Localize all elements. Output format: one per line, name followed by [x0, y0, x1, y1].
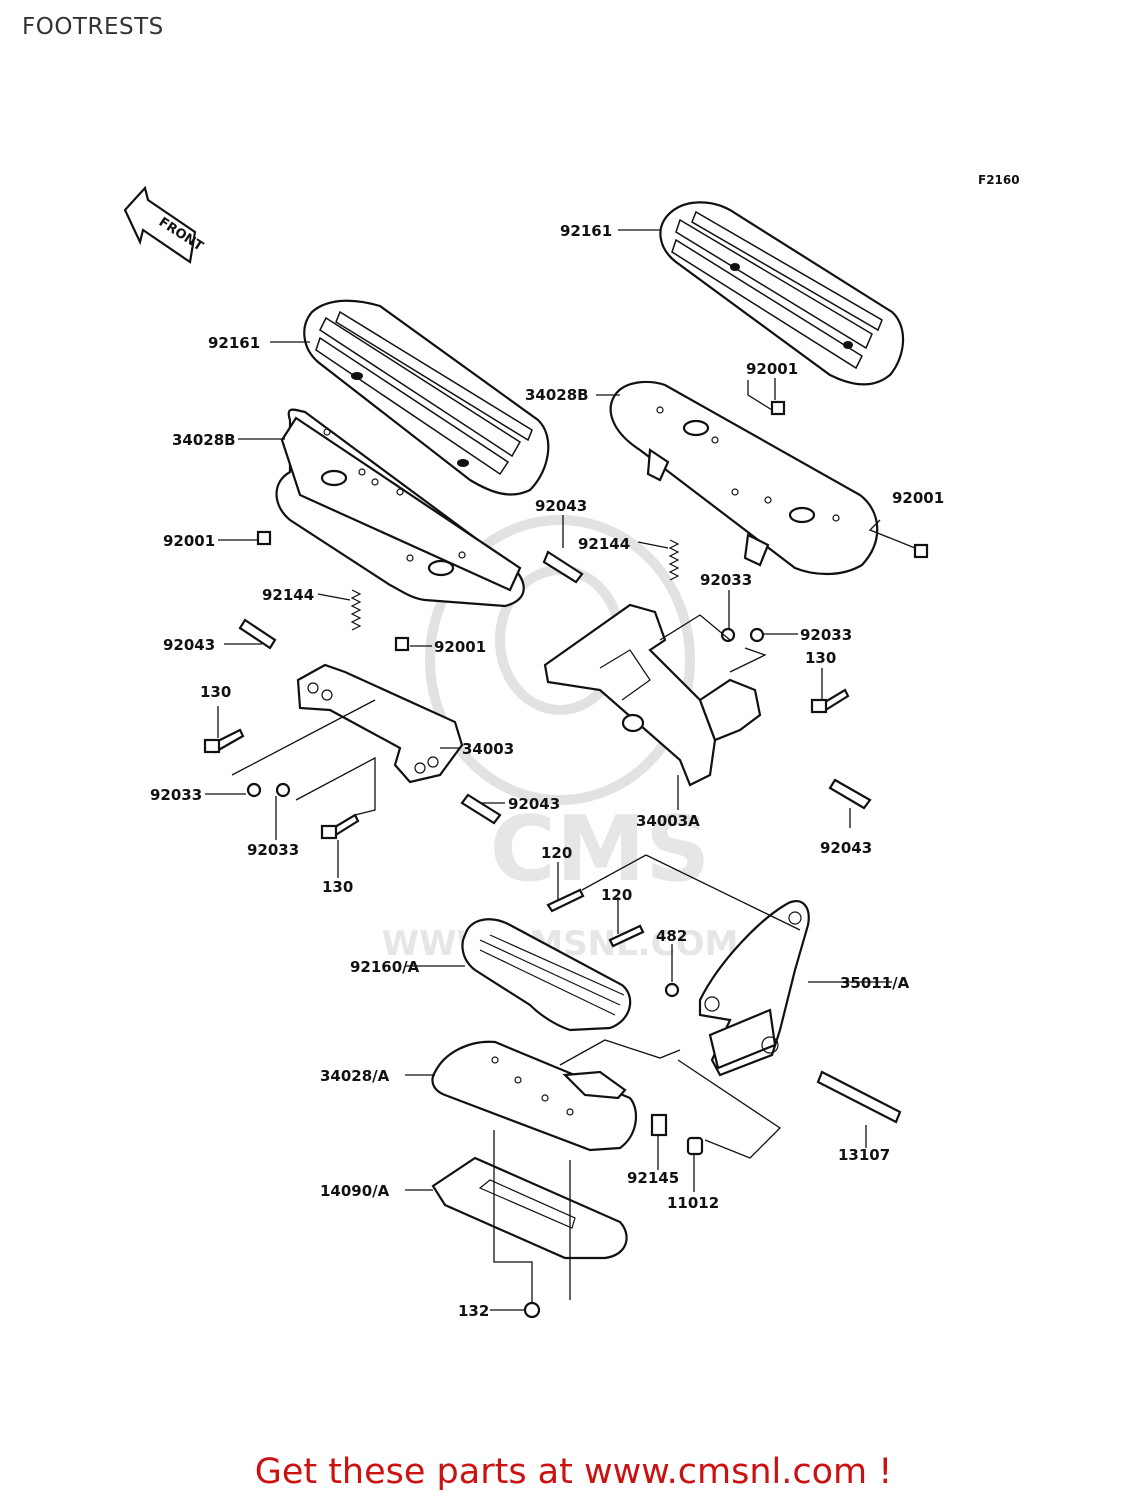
nut-482 — [664, 982, 680, 998]
right-footboard-bracket — [543, 603, 762, 787]
callout-92033-a: 92033 — [150, 786, 202, 804]
watermark-logo: CMS — [490, 797, 710, 902]
page-title: FOOTRESTS — [22, 14, 164, 40]
callout-120-a: 120 — [541, 844, 572, 862]
callout-34028a: 34028/A — [320, 1067, 390, 1085]
footpeg-rubber-92160 — [461, 918, 632, 1032]
callout-34028b-left: 34028B — [172, 431, 236, 449]
callout-130-a: 130 — [200, 683, 231, 701]
callout-92144-right: 92144 — [578, 535, 630, 553]
callout-34003a: 34003A — [636, 812, 700, 830]
callout-92144-left: 92144 — [262, 586, 314, 604]
footpeg-cover-14090 — [431, 1156, 628, 1260]
callout-482: 482 — [656, 927, 687, 945]
callout-92001-d: 92001 — [434, 638, 486, 656]
footpeg-plate-34028 — [431, 1040, 638, 1152]
callout-92160a: 92160/A — [350, 958, 420, 976]
right-floorboard-base — [609, 380, 879, 576]
callout-130-c: 130 — [805, 649, 836, 667]
bolt-130 — [203, 688, 850, 840]
bolt-120 — [546, 888, 645, 948]
callout-14090a: 14090/A — [320, 1182, 390, 1200]
callout-92001-a: 92001 — [746, 360, 798, 378]
callout-labels: 92161 92161 34028B 34028B 92001 92001 92… — [150, 222, 944, 1320]
callout-11012: 11012 — [667, 1194, 719, 1212]
spring-92145 — [650, 1113, 668, 1137]
callout-35011a: 35011/A — [840, 974, 910, 992]
callout-92033-d: 92033 — [800, 626, 852, 644]
nut-92033 — [246, 627, 765, 798]
callout-130-b: 130 — [322, 878, 353, 896]
callout-34003: 34003 — [462, 740, 514, 758]
callout-92001-b: 92001 — [892, 489, 944, 507]
front-direction-arrow-icon: FRONT — [123, 185, 206, 264]
callout-92043-a: 92043 — [163, 636, 215, 654]
footer-parts-link[interactable]: Get these parts at www.cmsnl.com ! — [254, 1452, 893, 1492]
spring-92144-right — [668, 539, 680, 581]
left-floorboard-mat — [303, 299, 550, 496]
footrest-bracket-35011 — [698, 900, 810, 1077]
bolt-92001 — [256, 400, 929, 652]
callout-92043-d: 92043 — [820, 839, 872, 857]
callout-132: 132 — [458, 1302, 489, 1320]
callout-92145: 92145 — [627, 1169, 679, 1187]
pin-92043 — [238, 550, 872, 825]
callout-92001-c: 92001 — [163, 532, 215, 550]
callout-92033-b: 92033 — [247, 841, 299, 859]
callout-120-b: 120 — [601, 886, 632, 904]
callout-92043-c: 92043 — [508, 795, 560, 813]
spring-92144-left — [350, 589, 362, 631]
nut-132 — [523, 1301, 541, 1319]
callout-92161-left: 92161 — [208, 334, 260, 352]
pivot-pin-13107 — [816, 1070, 902, 1124]
callout-13107: 13107 — [838, 1146, 890, 1164]
callout-92033-c: 92033 — [700, 571, 752, 589]
left-floorboard-base — [275, 408, 525, 608]
callout-92161-right: 92161 — [560, 222, 612, 240]
figure-code: F2160 — [978, 173, 1020, 187]
collar-11012 — [686, 1136, 704, 1156]
left-footboard-bracket — [296, 663, 464, 784]
leader-lines — [205, 229, 916, 1311]
callout-92043-b: 92043 — [535, 497, 587, 515]
callout-34028b-right: 34028B — [525, 386, 589, 404]
right-floorboard-mat — [659, 201, 905, 386]
